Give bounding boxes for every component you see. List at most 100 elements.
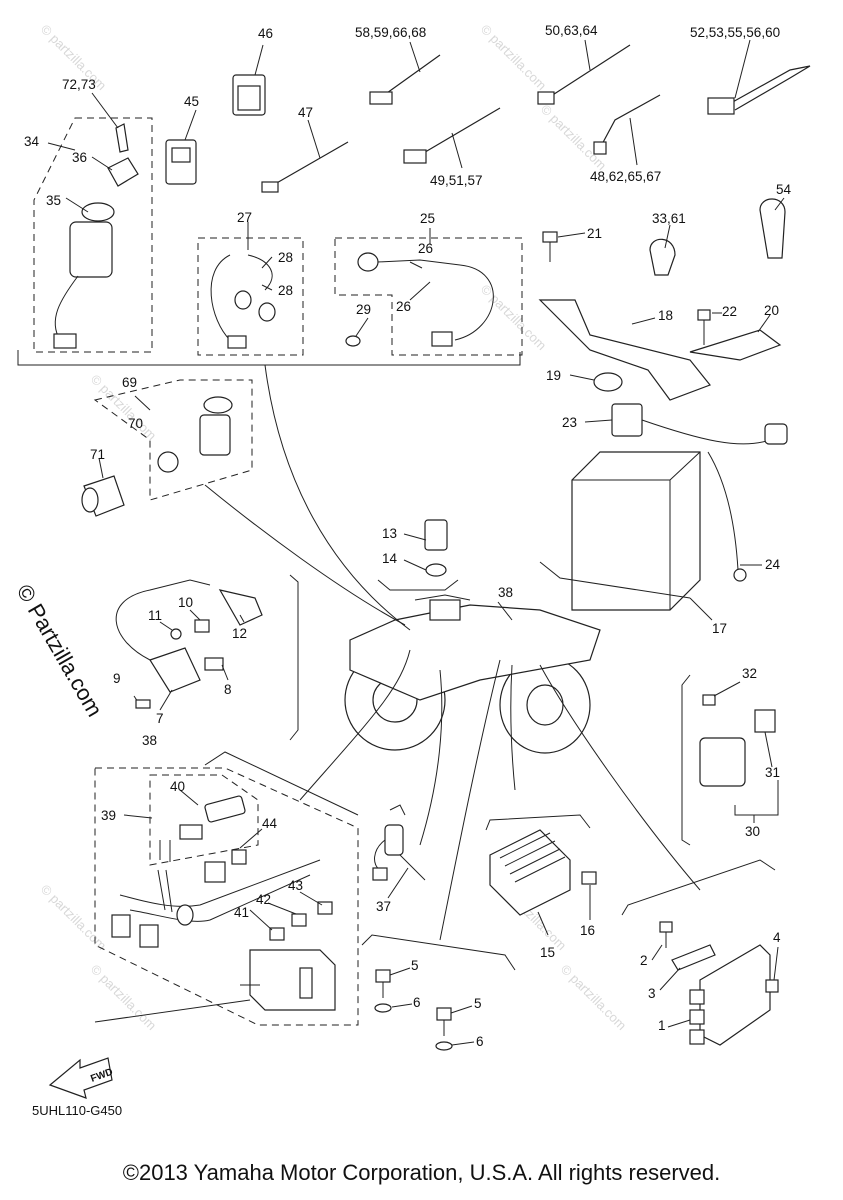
callout: 26 <box>418 241 433 256</box>
atv-illustration <box>344 594 601 754</box>
callout: 13 <box>382 526 397 541</box>
callout: 37 <box>376 899 391 914</box>
callout: 4 <box>773 930 781 945</box>
callout: 14 <box>382 551 398 566</box>
lead-line <box>510 664 516 791</box>
callout: 42 <box>256 892 271 907</box>
callout: 2 <box>640 953 648 968</box>
damper-19 <box>593 372 623 392</box>
copyright-notice: ©2013 Yamaha Motor Corporation, U.S.A. A… <box>122 1160 721 1185</box>
callout: 5 <box>474 996 482 1011</box>
bracket-18 <box>538 299 711 401</box>
connector-46 <box>232 74 266 116</box>
callout: 49,51,57 <box>430 173 483 188</box>
bolt-5 <box>374 969 392 1013</box>
callout: 47 <box>298 105 313 120</box>
callout: 44 <box>262 816 278 831</box>
callout: 41 <box>234 905 249 920</box>
washer-11 <box>170 628 182 640</box>
cap-29 <box>345 335 361 347</box>
group-30-bracket <box>681 674 691 846</box>
top-group-bracket <box>17 350 521 366</box>
callout: 21 <box>587 226 602 241</box>
clamp-52 <box>707 65 811 115</box>
cable-tie-49 <box>403 107 501 164</box>
clamp-33 <box>649 238 676 276</box>
callout: 19 <box>546 368 561 383</box>
callout: 32 <box>742 666 757 681</box>
callout: 22 <box>722 304 737 319</box>
connector-45 <box>165 139 197 185</box>
callout: 50,63,64 <box>545 23 598 38</box>
callout: 1 <box>658 1018 666 1033</box>
group-27-box <box>197 237 304 356</box>
callout: 5 <box>411 958 419 973</box>
plug-cap-37 <box>372 824 426 881</box>
callout: 26 <box>396 299 411 314</box>
bolt-5b <box>435 1007 453 1051</box>
watermark-side: © Partzilla.com <box>12 580 108 721</box>
callout: 7 <box>156 711 164 726</box>
cap-71 <box>81 475 125 517</box>
group-34-box <box>33 117 153 353</box>
bolt-16 <box>581 871 597 885</box>
callout: 28 <box>278 283 293 298</box>
callout: 6 <box>413 995 421 1010</box>
bolt-8 <box>204 657 224 671</box>
callout: 36 <box>72 150 87 165</box>
group-5-bracket <box>361 934 516 971</box>
part-9 <box>135 699 151 709</box>
callout: 35 <box>46 193 61 208</box>
callout: 34 <box>24 134 40 149</box>
battery-cable-23 <box>611 403 788 445</box>
callout: 43 <box>288 878 303 893</box>
cable-tie-48 <box>593 94 661 155</box>
group-15-bracket <box>485 814 591 831</box>
callout: 40 <box>170 779 185 794</box>
lead-line <box>204 484 406 626</box>
callout: 39 <box>101 808 116 823</box>
callout: 52,53,55,56,60 <box>690 25 780 40</box>
sensor-13 <box>424 519 448 577</box>
callout: 24 <box>765 557 781 572</box>
lead-line <box>539 664 701 891</box>
group-7-bracket <box>289 574 299 741</box>
callout: 18 <box>658 308 673 323</box>
bolt-4 <box>765 979 779 993</box>
group-1-bracket <box>621 859 776 916</box>
group-31-bracket <box>734 780 779 816</box>
callout: 17 <box>712 621 727 636</box>
callout: 3 <box>648 986 656 1001</box>
callout: 29 <box>356 302 371 317</box>
group-69-box <box>93 379 253 501</box>
callout: 31 <box>765 765 780 780</box>
lead-line <box>497 601 513 621</box>
callout: 69 <box>122 375 137 390</box>
bolt-10 <box>194 619 210 633</box>
watermark: © partzilla.com <box>478 282 550 354</box>
callout: 8 <box>224 682 232 697</box>
bracket-20 <box>689 329 782 361</box>
callout: 23 <box>562 415 577 430</box>
cable-tie-47 <box>261 141 349 193</box>
lead-line <box>419 669 443 846</box>
wire-harness-38 <box>94 795 336 1023</box>
callout: 54 <box>776 182 792 197</box>
diagram-code: 5UHL110-G450 <box>32 1103 123 1118</box>
callout: 27 <box>237 210 252 225</box>
starter-relay-30 <box>699 694 776 787</box>
callout: 30 <box>745 824 760 839</box>
rectifier-15 <box>489 829 571 916</box>
bolt-22 <box>697 309 711 345</box>
callout: 16 <box>580 923 595 938</box>
callout: 12 <box>232 626 247 641</box>
battery-17 <box>571 451 701 611</box>
bolt-21 <box>542 231 558 262</box>
fwd-arrow: FWD <box>48 1057 114 1099</box>
callout: 11 <box>148 608 162 623</box>
cable-tie-58 <box>369 54 441 105</box>
watermark: © partzilla.com <box>558 962 630 1034</box>
callout: 48,62,65,67 <box>590 169 661 184</box>
battery-cable-24 <box>707 451 747 582</box>
